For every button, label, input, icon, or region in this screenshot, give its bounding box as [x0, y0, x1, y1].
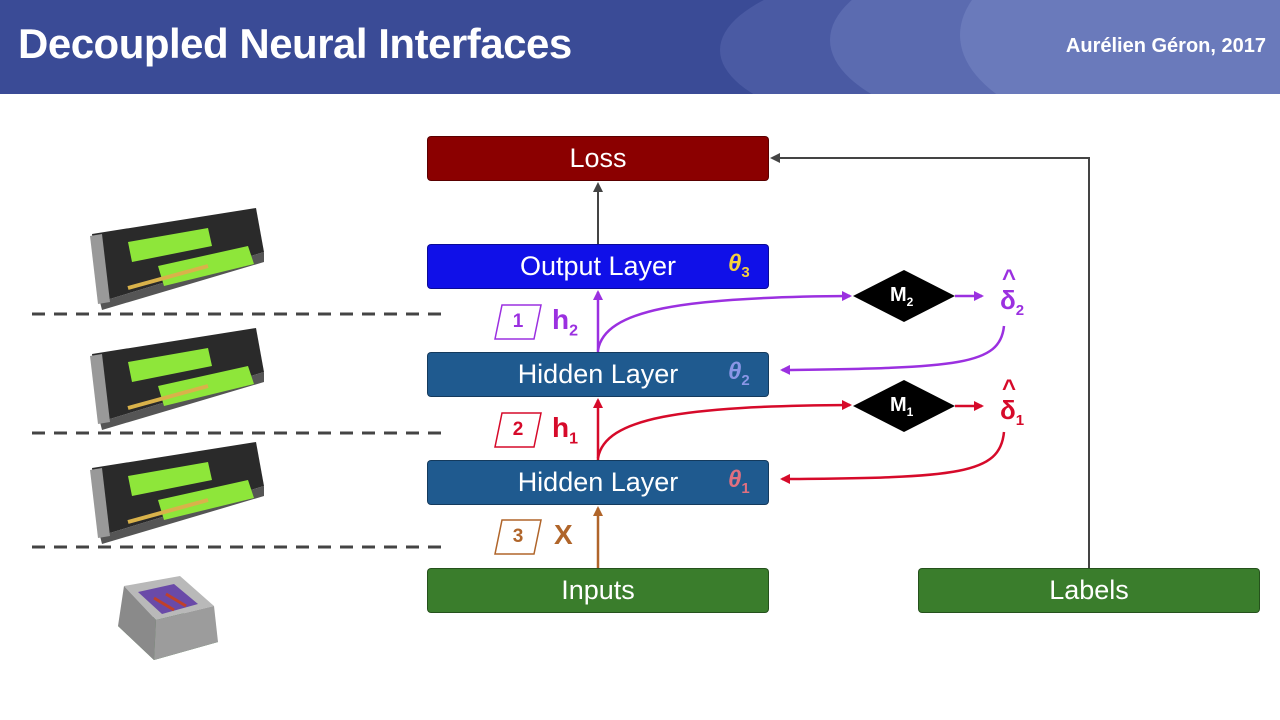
- delta1-to-hidden1-arrow: [780, 431, 1006, 484]
- delta-1-label: ^ δ1: [1000, 375, 1025, 430]
- output-layer-box: Output Layer: [427, 244, 769, 289]
- cpu-chip-icon: [118, 576, 218, 660]
- gpu-card-icon: [90, 208, 264, 310]
- labels-to-loss-arrow: [770, 153, 1090, 568]
- h1-to-m1-arrow: [596, 400, 852, 459]
- gpu-card-icon: [90, 328, 264, 430]
- delta-2-label: ^ δ2: [1000, 265, 1025, 320]
- theta-3-label: θ3: [728, 250, 750, 281]
- step-2-marker: 2: [494, 412, 542, 448]
- slide-header: Decoupled Neural Interfaces Aurélien Gér…: [0, 0, 1280, 94]
- author-credit: Aurélien Géron, 2017: [1065, 35, 1266, 57]
- theta-1-label: θ1: [728, 466, 750, 497]
- h2-to-m2-arrow: [596, 291, 852, 351]
- header-decoration: [960, 0, 1280, 94]
- h2-label: h2: [552, 304, 579, 340]
- m1-diamond: [853, 380, 955, 432]
- theta-2-label: θ2: [728, 358, 750, 389]
- hidden-layer-1-box: Hidden Layer: [427, 460, 769, 505]
- step-1-marker: 1: [494, 304, 542, 340]
- inputs-box: Inputs: [427, 568, 769, 613]
- m2-diamond: [853, 270, 955, 322]
- x-label: X: [554, 519, 573, 550]
- gpu-card-icon: [90, 442, 264, 544]
- step-3-marker: 3: [494, 519, 542, 555]
- labels-box: Labels: [918, 568, 1260, 613]
- loss-box: Loss: [427, 136, 769, 181]
- hidden-layer-2-box: Hidden Layer: [427, 352, 769, 397]
- m2-label: M2: [890, 284, 914, 309]
- m1-label: M1: [890, 394, 914, 419]
- slide-title: Decoupled Neural Interfaces: [18, 20, 572, 67]
- h1-label: h1: [552, 412, 579, 448]
- delta2-to-hidden2-arrow: [780, 325, 1006, 375]
